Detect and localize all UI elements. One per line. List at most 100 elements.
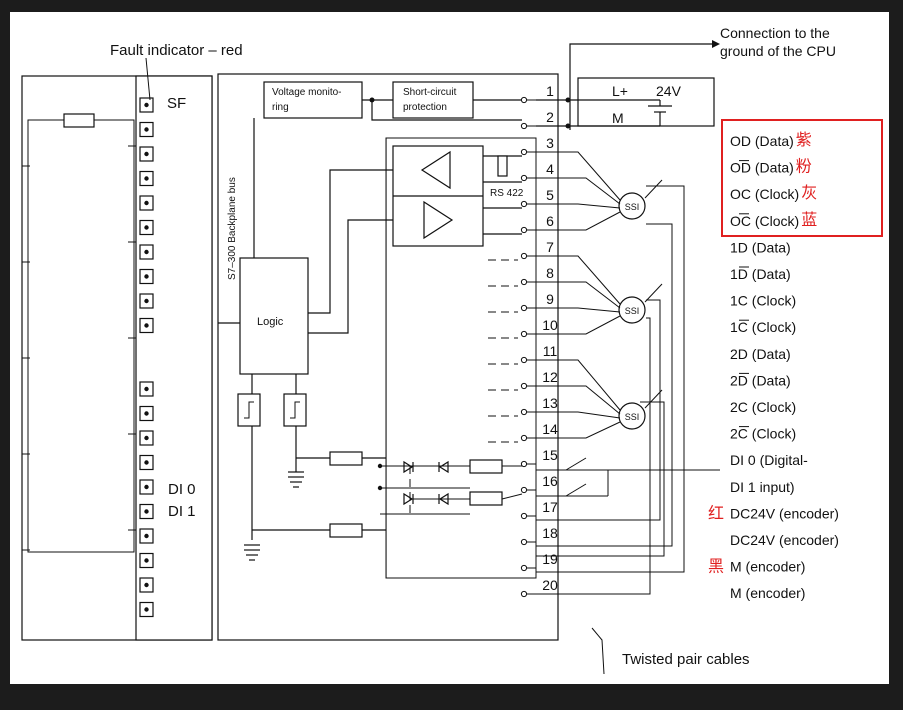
chinese-color-annotation: 紫: [796, 131, 812, 149]
svg-text:24V: 24V: [656, 83, 682, 99]
signal-label: 2C (Clock): [730, 426, 796, 442]
ssi-signal-wire: [536, 315, 621, 335]
ssi-supply-wire: [644, 179, 663, 199]
ground-connection-label-1: Connection to the: [720, 25, 830, 41]
indicator-dot: [144, 176, 149, 181]
signal-label: 1C (Clock): [730, 293, 796, 309]
indicator-dot: [144, 484, 149, 490]
terminal-point: [520, 174, 528, 182]
digital-input-circuit: [377, 459, 523, 515]
ssi-label: SSI: [625, 306, 640, 316]
ssi-label: SSI: [625, 202, 640, 212]
ground-connection-label-2: ground of the CPU: [720, 43, 836, 59]
indicator-dot: [144, 298, 149, 304]
indicator-dot: [144, 460, 149, 465]
power-supply-box: [577, 77, 715, 127]
terminal-number: 7: [546, 239, 554, 255]
terminal-point: [520, 356, 528, 364]
signal-label: M (encoder): [730, 559, 805, 575]
terminal-point: [520, 200, 528, 208]
terminal-point: [520, 304, 528, 312]
terminal-point: [520, 122, 528, 130]
terminal-number: 19: [542, 551, 558, 567]
short-circuit-protection-box: [392, 81, 474, 119]
ssi-encoder-symbol: [618, 192, 646, 220]
svg-text:L+: L+: [612, 83, 628, 99]
indicator-strip: [139, 97, 154, 618]
ssi-signal-wire: [536, 385, 621, 415]
signal-label: 2C (Clock): [730, 399, 796, 415]
indicator-dot: [144, 411, 149, 416]
indicator-dot: [144, 323, 149, 328]
signal-label: DI 0 (Digital-: [730, 452, 808, 468]
signal-label: 2D (Data): [730, 372, 791, 388]
unused-terminal-dashes: [488, 259, 518, 443]
terminal-number: 2: [546, 109, 554, 125]
svg-text:ring: ring: [272, 102, 289, 113]
terminal-number: 17: [542, 499, 558, 515]
indicator-dot: [144, 607, 149, 612]
rs422-label: RS 422: [490, 188, 524, 199]
diagram-canvas: Fault indicator – red SF DI 0 DI 1 S7–30…: [10, 12, 889, 684]
ssi-label: SSI: [625, 412, 640, 422]
terminal-number: 8: [546, 265, 554, 281]
terminal-point: [520, 226, 528, 234]
terminal-number: 1: [546, 83, 554, 99]
signal-label: DC24V (encoder): [730, 505, 839, 521]
terminal-point: [520, 590, 528, 598]
indicator-dot: [144, 386, 149, 392]
terminal-number: 14: [542, 421, 558, 437]
ssi-signal-wire: [536, 203, 621, 209]
logic-block: [239, 257, 309, 375]
wiring-diagram: Fault indicator – red SF DI 0 DI 1 S7–30…: [21, 25, 883, 675]
voltage-monitoring-box: [263, 81, 363, 119]
svg-text:Voltage monito-: Voltage monito-: [272, 87, 342, 98]
indicator-dot: [144, 435, 149, 441]
termination-resistor: [497, 155, 508, 177]
module-resistor: [63, 113, 95, 128]
indicator-dot: [144, 509, 149, 514]
signal-label: OD (Data): [730, 133, 794, 149]
ssi-signal-wire: [536, 255, 621, 305]
indicator-dot: [144, 558, 149, 563]
chinese-color-annotation: 灰: [801, 184, 817, 202]
signal-label: 1D (Data): [730, 239, 791, 255]
ssi-signal-wire: [536, 281, 621, 309]
indicator-dot: [144, 582, 149, 588]
input-resistor-2: [329, 523, 363, 538]
indicator-dot: [144, 533, 149, 539]
terminal-point: [520, 382, 528, 390]
terminal-point: [520, 486, 528, 494]
terminal-point: [520, 148, 528, 156]
driver-triangle: [423, 200, 454, 240]
terminal-point: [520, 330, 528, 338]
terminal-point: [520, 278, 528, 286]
indicator-dot: [144, 225, 149, 230]
signal-label: 2D (Data): [730, 346, 791, 362]
signal-label: M (encoder): [730, 585, 805, 601]
signal-label: OD (Data): [730, 160, 794, 176]
terminal-point: [520, 538, 528, 546]
backplane-label: S7–300 Backplane bus: [227, 177, 238, 280]
logic-label: Logic: [257, 316, 284, 328]
sf-label: SF: [167, 95, 186, 112]
terminal-number: 11: [543, 343, 558, 359]
svg-text:protection: protection: [403, 102, 447, 113]
terminal-number: 20: [542, 577, 558, 593]
terminal-number: 15: [542, 447, 558, 463]
ssi-signal-wire: [536, 151, 621, 201]
terminal-number: 4: [546, 161, 554, 177]
ssi-signal-wire: [536, 211, 621, 231]
twisted-pair-label: Twisted pair cables: [622, 651, 750, 668]
module-edge-ticks: [22, 145, 136, 551]
ssi-encoder-symbol: [618, 402, 646, 430]
signal-label: OC (Clock): [730, 213, 799, 229]
indicator-dot: [144, 151, 149, 157]
fault-indicator-label: Fault indicator – red: [110, 42, 243, 59]
svg-text:M: M: [612, 110, 624, 126]
indicator-dot: [144, 102, 149, 108]
chinese-color-annotation: 黑: [708, 559, 724, 576]
indicator-dot: [144, 274, 149, 279]
receiver-triangle: [420, 150, 451, 190]
di1-label: DI 1: [168, 503, 196, 520]
